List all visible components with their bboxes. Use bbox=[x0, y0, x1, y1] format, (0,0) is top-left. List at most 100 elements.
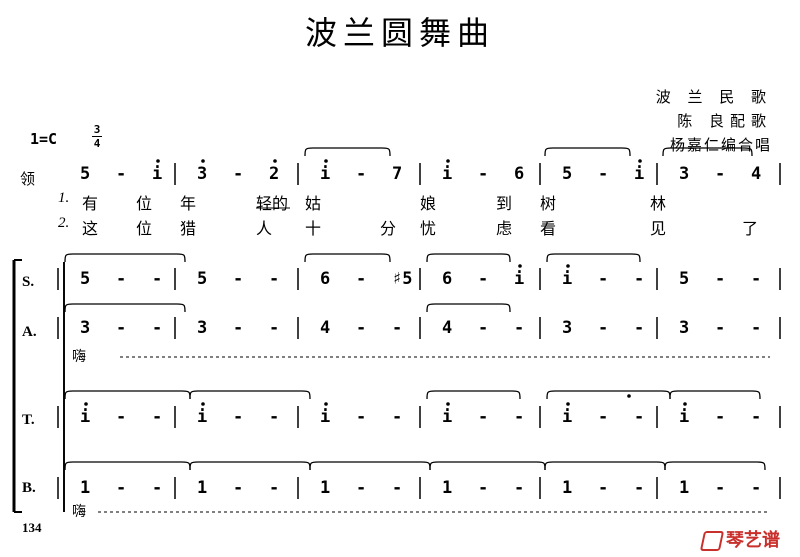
alto-note: 3 bbox=[562, 318, 573, 338]
soprano-note: 5 bbox=[679, 269, 690, 289]
bass-note: - bbox=[514, 478, 525, 498]
time-signature-bottom: 4 bbox=[93, 137, 101, 150]
tenor-note: - bbox=[152, 407, 163, 427]
bass-note: 1 bbox=[197, 478, 208, 498]
lead-note: 4 bbox=[751, 164, 762, 184]
lyric-syllable: 分 bbox=[380, 219, 397, 238]
page-number: 134 bbox=[22, 520, 42, 535]
lyric-syllable: 看 bbox=[540, 219, 557, 238]
lyric-syllable: 了 bbox=[742, 219, 759, 238]
soprano-note: ♯5 bbox=[392, 269, 413, 289]
lyric-syllable: 见 bbox=[650, 219, 667, 238]
tenor-note: - bbox=[233, 407, 244, 427]
part-label-bass: B. bbox=[22, 480, 36, 496]
lyric-syllable: 猎 bbox=[180, 219, 197, 238]
bass-note: - bbox=[233, 478, 244, 498]
lead-octave-dot bbox=[156, 159, 160, 163]
tenor-note: i bbox=[320, 407, 331, 427]
lyric-syllable: 有 bbox=[82, 194, 99, 213]
bass-tie bbox=[189, 461, 311, 471]
time-signature-top: 3 bbox=[93, 123, 101, 136]
alto-note: - bbox=[478, 318, 489, 338]
soprano-note: - bbox=[478, 269, 489, 289]
lead-label: 领 bbox=[20, 170, 36, 188]
tenor-octave-dot bbox=[84, 402, 88, 406]
tenor-note: - bbox=[514, 407, 525, 427]
tenor-tie bbox=[189, 390, 311, 400]
tenor-note: - bbox=[751, 407, 762, 427]
alto-note: - bbox=[269, 318, 280, 338]
bass-note: - bbox=[269, 478, 280, 498]
tenor-note: i bbox=[562, 407, 573, 427]
bass-note: 1 bbox=[80, 478, 91, 498]
lyric-syllable: 姑 bbox=[305, 194, 322, 213]
credit-arranger: 杨嘉仁编合唱 bbox=[669, 136, 772, 154]
verse-number: 2. bbox=[58, 215, 70, 231]
bass-hum-syllable: 嗨 bbox=[72, 504, 86, 520]
tenor-note: - bbox=[598, 407, 609, 427]
lead-note: 5 bbox=[562, 164, 573, 184]
bass-note: 1 bbox=[562, 478, 573, 498]
lead-note: 3 bbox=[679, 164, 690, 184]
soprano-octave-dot bbox=[566, 264, 570, 268]
lyric-syllable: 十 bbox=[305, 219, 322, 238]
alto-note: - bbox=[356, 318, 367, 338]
lyric-syllable: 位 bbox=[136, 219, 153, 238]
lead-note: i bbox=[152, 164, 163, 184]
bass-note: - bbox=[751, 478, 762, 498]
tenor-note: - bbox=[634, 407, 645, 427]
bass-note: - bbox=[715, 478, 726, 498]
soprano-note: - bbox=[634, 269, 645, 289]
soprano-note: - bbox=[269, 269, 280, 289]
tenor-note: - bbox=[715, 407, 726, 427]
soprano-tie bbox=[304, 253, 391, 263]
part-label-soprano: S. bbox=[22, 274, 35, 290]
lead-note: i bbox=[634, 164, 645, 184]
soprano-note: 6 bbox=[442, 269, 453, 289]
alto-note: - bbox=[116, 318, 127, 338]
bass-tie bbox=[429, 461, 546, 471]
alto-tie bbox=[426, 303, 511, 313]
alto-tie bbox=[64, 303, 186, 313]
bass-note: - bbox=[356, 478, 367, 498]
tenor-fermata-dot bbox=[627, 394, 631, 398]
lead-octave-dot bbox=[638, 159, 642, 163]
tenor-note: - bbox=[269, 407, 280, 427]
lead-octave-dot bbox=[273, 159, 277, 163]
alto-note: 4 bbox=[442, 318, 453, 338]
lyric-syllable: 树 bbox=[540, 194, 557, 213]
credit-origin: 波 兰 民 歌 bbox=[655, 88, 772, 106]
lead-note: 3 bbox=[197, 164, 208, 184]
lyric-syllable: 虑 bbox=[496, 219, 513, 238]
lead-note: - bbox=[116, 164, 127, 184]
soprano-note: - bbox=[598, 269, 609, 289]
tenor-note: - bbox=[478, 407, 489, 427]
bass-note: - bbox=[116, 478, 127, 498]
lead-note: i bbox=[320, 164, 331, 184]
alto-note: - bbox=[514, 318, 525, 338]
lead-note: 5 bbox=[80, 164, 91, 184]
bass-note: 1 bbox=[679, 478, 690, 498]
watermark-text: 琴艺谱 bbox=[726, 530, 780, 551]
lyric-syllable: 林 bbox=[650, 194, 667, 213]
lead-note: 6 bbox=[514, 164, 525, 184]
soprano-note: - bbox=[152, 269, 163, 289]
soprano-tie bbox=[426, 253, 511, 263]
bass-note: 1 bbox=[320, 478, 331, 498]
bass-tie bbox=[664, 461, 766, 471]
bass-note: - bbox=[598, 478, 609, 498]
soprano-note: i bbox=[514, 269, 525, 289]
lyric-syllable: 年 bbox=[180, 194, 197, 213]
bass-note: - bbox=[478, 478, 489, 498]
soprano-note: 5 bbox=[197, 269, 208, 289]
soprano-note: - bbox=[715, 269, 726, 289]
lyric-syllable: 忧 bbox=[420, 219, 437, 238]
alto-note: - bbox=[233, 318, 244, 338]
lyric-syllable: 到 bbox=[496, 194, 513, 213]
tenor-note: - bbox=[116, 407, 127, 427]
lead-slur bbox=[544, 147, 631, 157]
tenor-note: i bbox=[442, 407, 453, 427]
tenor-tie bbox=[64, 390, 191, 400]
soprano-tie bbox=[546, 253, 641, 263]
tenor-octave-dot bbox=[566, 402, 570, 406]
